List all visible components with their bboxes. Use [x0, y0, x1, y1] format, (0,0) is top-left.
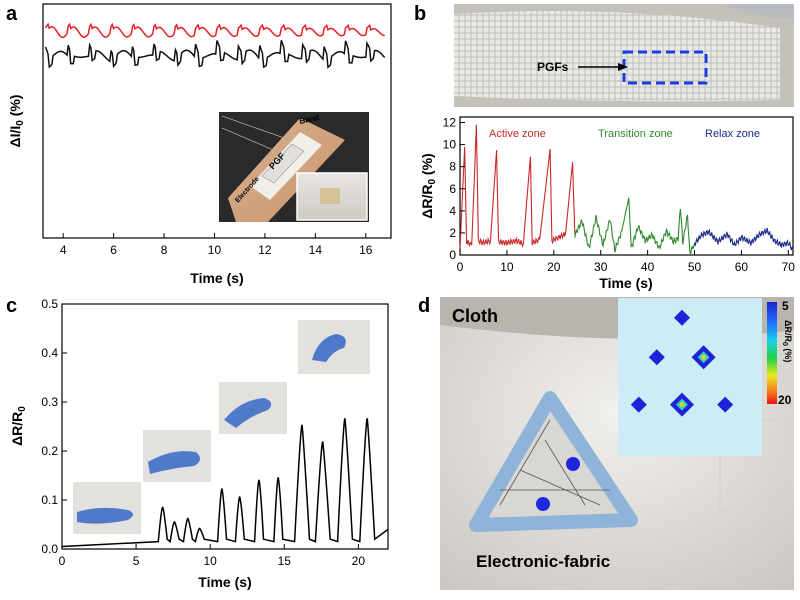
panel-b-photo: PGFs: [454, 4, 794, 107]
panel-b-ytick-label: 6: [449, 182, 456, 196]
electronic-fabric-label: Electronic-fabric: [476, 552, 610, 571]
pgf-film: [261, 143, 305, 184]
series-active-zone: [459, 124, 576, 249]
panel-a-xtick-label: 12: [258, 243, 272, 257]
pgf-arrow-head: [618, 63, 628, 71]
series-transition-zone: [574, 197, 696, 255]
zone-label-transition: Transition zone: [598, 128, 673, 140]
panel-c-ticks: 0 5 10 15 20 0.0 0.1 0.2 0.3 0.4 0.5: [41, 297, 365, 568]
panel-b-xtick-label: 10: [500, 260, 514, 274]
heatmap-background: [618, 298, 762, 456]
heatmap-marker: [630, 396, 647, 413]
sensor-dot-upper: [566, 457, 580, 471]
finger-photo-1: [73, 482, 141, 534]
panel-a-xtick-label: 10: [208, 243, 222, 257]
colorbar-top-label: 5: [782, 299, 789, 313]
pgf-label: PGFs: [537, 60, 569, 74]
finger-photo-2: [143, 430, 211, 482]
panel-c-xlabel: Time (s): [198, 574, 251, 590]
heatmap-markers: [630, 309, 734, 417]
panel-c-xtick-label: 0: [59, 554, 66, 568]
electronic-fabric: [469, 391, 638, 532]
colorbar-bottom-label: 20: [778, 393, 792, 407]
panel-b-xtick-label: 20: [547, 260, 561, 274]
panel-c-series: [61, 418, 389, 548]
panel-a-xtick-label: 16: [359, 243, 373, 257]
panel-c-xtick-label: 20: [352, 554, 366, 568]
panel-b-ytick-label: 2: [449, 226, 456, 240]
panel-b-ytick-label: 0: [449, 248, 456, 262]
zone-label-active: Active zone: [489, 128, 546, 140]
panel-c-ytick-label: 0.3: [41, 395, 58, 409]
finger-photo-4: [298, 320, 370, 374]
panel-c-ytick-label: 0.4: [41, 346, 58, 360]
heatmap-marker: [648, 349, 665, 366]
series-strain-response: [61, 418, 389, 548]
panel-b-frame: [459, 116, 794, 256]
sensor-dot-lower: [536, 497, 550, 511]
panel-b-ytick-label: 8: [449, 160, 456, 174]
panel-b-xlabel: Time (s): [599, 275, 652, 291]
cloth-label: Cloth: [452, 306, 498, 326]
panel-a-frame: [42, 3, 392, 239]
series-relax-zone: [693, 227, 794, 251]
panel-c-ytick-label: 0.2: [41, 444, 58, 458]
panel-a-letter: a: [6, 3, 18, 25]
panel-a-inset-photo: Band PGF Electrode: [219, 112, 369, 222]
panel-a-xtick-label: 14: [309, 243, 323, 257]
panel-b-ticks: 0 10 20 30 40 50 60 70 0 2 4 6 8 10 12: [443, 116, 796, 274]
series-red-trace: [44, 22, 385, 39]
fabric-triangle: [469, 391, 638, 532]
panel-b-xtick-label: 50: [688, 260, 702, 274]
panel-c: c 0 5 10 15 20 0.0 0.1 0.2 0.3 0.4 0.5 Time (s) ΔR…: [6, 295, 389, 590]
panel-c-ytick-label: 0.5: [41, 297, 58, 311]
panel-b-xtick-label: 0: [457, 260, 464, 274]
panel-d: d Cloth Electronic-fabric 5 20 ΔR/R0 (%): [418, 295, 794, 590]
panel-c-xtick-label: 15: [278, 554, 292, 568]
panel-c-ylabel: ΔR/R0: [9, 406, 28, 446]
heatmap-marker-center: [679, 402, 685, 408]
inset-band-label: Band: [299, 113, 321, 126]
panel-b: b PGFs 0 10 20 30 40 50 60 70 0 2 4 6 8 10 12 Active z…: [414, 3, 795, 291]
panel-b-xtick-label: 30: [594, 260, 608, 274]
panel-a-xticks: 4 6 8 10 12 14 16: [60, 233, 373, 257]
panel-a-ylabel: ΔI/I0 (%): [7, 95, 26, 148]
panel-c-xtick-label: 5: [133, 554, 140, 568]
panel-b-ytick-label: 4: [449, 204, 456, 218]
panel-a-series: [44, 22, 386, 69]
series-black-trace: [44, 40, 386, 69]
heatmap-marker-center: [701, 354, 707, 360]
panel-b-letter: b: [414, 3, 426, 25]
finger-photo-3: [219, 382, 287, 434]
heatmap-marker: [717, 396, 734, 413]
wrist-band: [320, 188, 340, 204]
panel-a: a 4 6 8 10 12 14 16 Time (s) ΔI/I0 (%) Band PG…: [6, 3, 392, 286]
colorbar: [767, 302, 777, 404]
panel-c-xtick-label: 10: [204, 554, 218, 568]
panel-d-letter: d: [418, 295, 430, 317]
panel-b-xtick-label: 40: [641, 260, 655, 274]
heatmap-marker: [674, 309, 690, 326]
panel-b-xtick-label: 70: [782, 260, 796, 274]
zone-label-relax: Relax zone: [705, 128, 760, 140]
panel-a-xlabel: Time (s): [190, 270, 243, 286]
panel-a-xtick-label: 8: [161, 243, 168, 257]
panel-c-frame: [61, 303, 389, 550]
panel-a-xtick-label: 4: [60, 243, 67, 257]
panel-c-ytick-label: 0.0: [41, 542, 58, 556]
panel-b-ytick-label: 10: [443, 138, 457, 152]
panel-a-xtick-label: 6: [110, 243, 117, 257]
colorbar-axis-label: ΔR/R0 (%): [781, 320, 793, 362]
panel-c-letter: c: [6, 295, 17, 317]
panel-b-ylabel: ΔR/R0 (%): [419, 153, 438, 218]
panel-b-ytick-label: 12: [443, 116, 457, 130]
fabric-wires: [499, 419, 610, 506]
mesh-fabric: [454, 11, 780, 102]
panel-b-series: [459, 124, 794, 255]
panel-b-xtick-label: 60: [735, 260, 749, 274]
electrode-wires: [221, 115, 291, 156]
panel-c-ytick-label: 0.1: [41, 493, 58, 507]
